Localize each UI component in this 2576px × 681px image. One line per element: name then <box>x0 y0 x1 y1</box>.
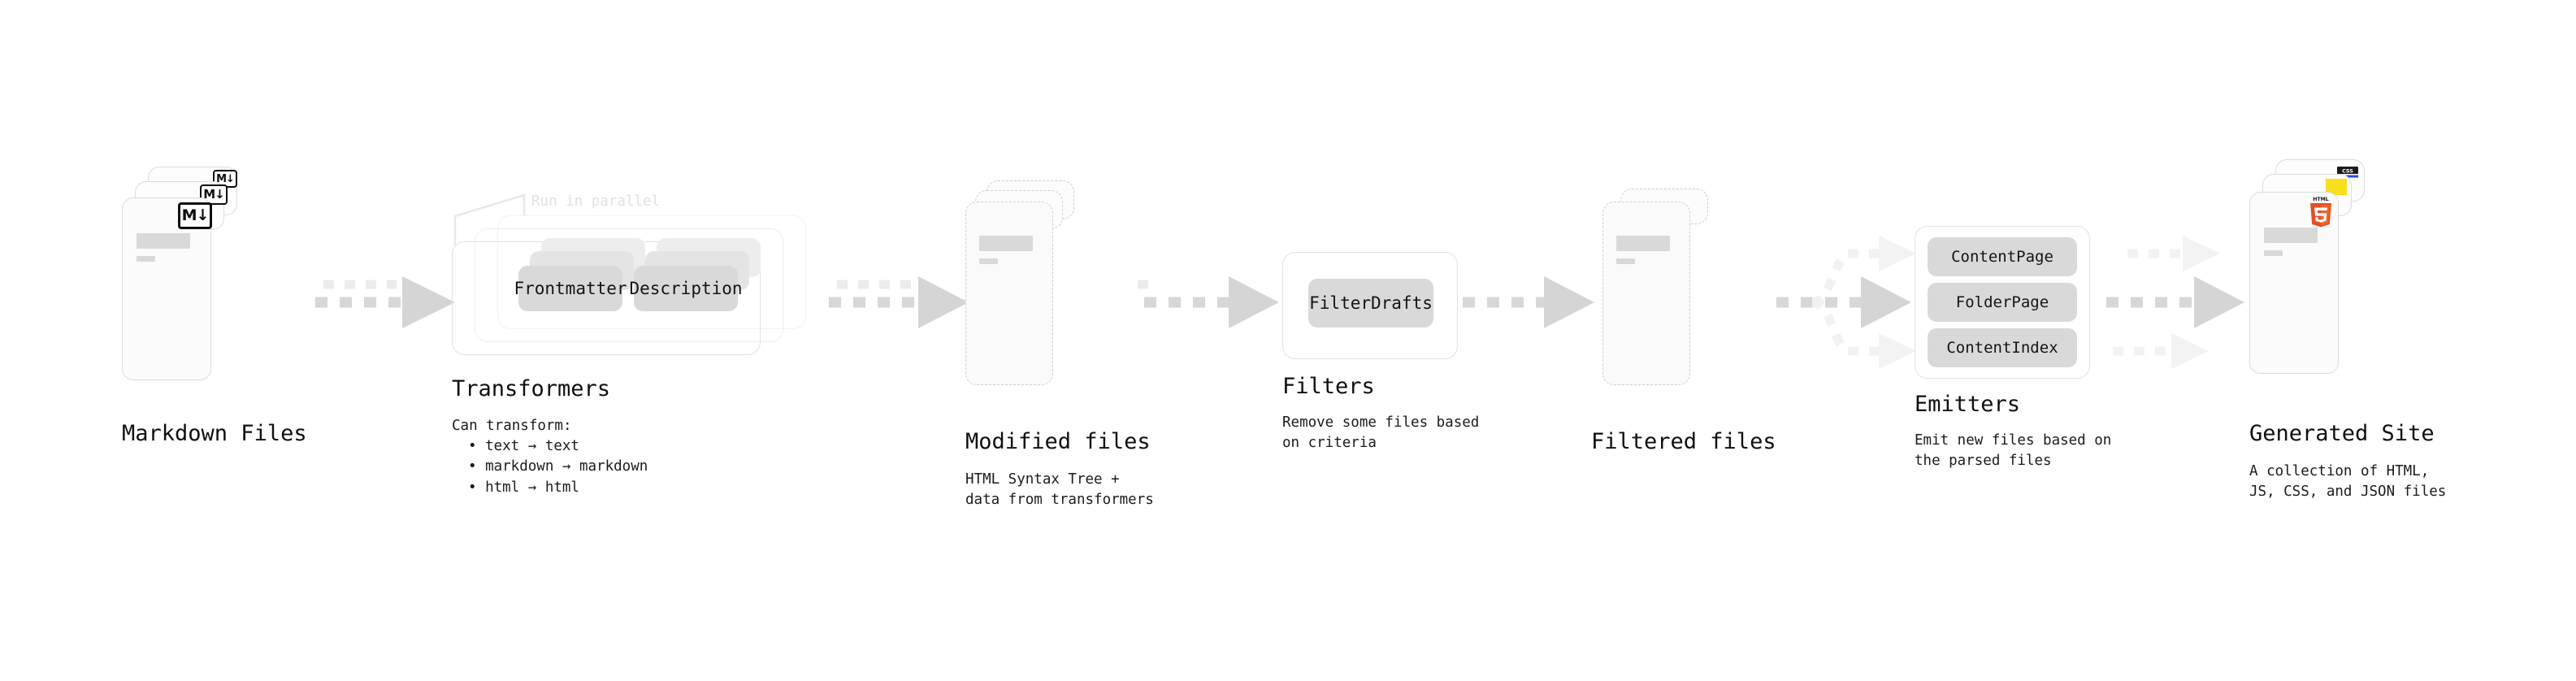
placeholder-bar <box>137 233 190 249</box>
filtered-file-card-front[interactable] <box>1602 202 1690 385</box>
emitter-chip-contentpage[interactable]: ContentPage <box>1928 237 2077 276</box>
filter-chip-filterdrafts[interactable]: FilterDrafts <box>1308 279 1433 327</box>
modified-file-card-front[interactable] <box>965 202 1053 385</box>
list-item-label: markdown → markdown <box>485 458 648 475</box>
placeholder-bar <box>1616 258 1635 264</box>
javascript-icon <box>2326 179 2347 195</box>
bullet-glyph: • <box>468 458 486 475</box>
run-in-parallel-label: Run in parallel <box>531 193 661 210</box>
modified-files-title: Modified files <box>965 429 1151 454</box>
emitters-subtitle: Emit new files based on the parsed files <box>1915 432 2112 469</box>
modified-files-subtitle: HTML Syntax Tree + data from transformer… <box>965 471 1154 508</box>
transformers-bullets: • text → text • markdown → markdown • ht… <box>457 436 648 498</box>
emitter-chip-folderpage[interactable]: FolderPage <box>1928 283 2077 322</box>
markdown-icon: M↓ <box>178 202 212 229</box>
placeholder-bar <box>1616 236 1670 251</box>
transformer-chip-description[interactable]: Description <box>629 266 743 311</box>
placeholder-bar <box>979 236 1033 251</box>
placeholder-bar <box>2264 250 2283 256</box>
markdown-icon-mid: M↓ <box>200 184 228 205</box>
placeholder-bar <box>979 258 998 264</box>
emitter-chip-contentindex[interactable]: ContentIndex <box>1928 328 2077 367</box>
svg-text:HTML: HTML <box>2313 197 2329 202</box>
svg-text:CSS: CSS <box>2342 168 2353 175</box>
html5-icon: HTML <box>2307 195 2335 228</box>
filtered-files-title: Filtered files <box>1591 429 1776 454</box>
arrow-markdown-to-transformers <box>315 276 455 328</box>
placeholder-bar <box>137 256 155 262</box>
filters-title: Filters <box>1282 374 1375 399</box>
arrow-modified-to-filters <box>1138 276 1279 328</box>
transformers-subtitle: Can transform: <box>452 418 572 434</box>
bullet-glyph: • <box>468 479 486 496</box>
transformers-box-back <box>497 215 806 329</box>
list-item-label: html → html <box>485 479 579 496</box>
arrow-transformers-to-modified <box>829 276 969 328</box>
list-item: • text → text <box>457 436 648 457</box>
emitters-box[interactable] <box>1915 226 2090 379</box>
transformer-chip-frontmatter[interactable]: Frontmatter <box>514 266 627 311</box>
filters-subtitle: Remove some files based on criteria <box>1282 414 1480 451</box>
emitters-title: Emitters <box>1915 392 2021 417</box>
transformers-title: Transformers <box>452 376 611 401</box>
generated-file-card-front[interactable] <box>2249 192 2339 374</box>
arrow-filters-to-filtered <box>1463 276 1594 328</box>
markdown-files-title: Markdown Files <box>122 421 307 446</box>
generated-site-subtitle: A collection of HTML, JS, CSS, and JSON … <box>2249 463 2447 500</box>
arrow-emitters-to-site <box>2106 236 2244 369</box>
list-item-label: text → text <box>485 438 579 454</box>
transformers-box-mid <box>475 228 783 342</box>
bullet-glyph: • <box>468 438 486 454</box>
list-item: • markdown → markdown <box>457 457 648 477</box>
placeholder-bar <box>2264 228 2318 243</box>
list-item: • html → html <box>457 478 648 498</box>
arrow-filtered-to-emitters <box>1776 236 1916 369</box>
generated-site-title: Generated Site <box>2249 421 2435 446</box>
filters-box[interactable] <box>1282 252 1458 359</box>
